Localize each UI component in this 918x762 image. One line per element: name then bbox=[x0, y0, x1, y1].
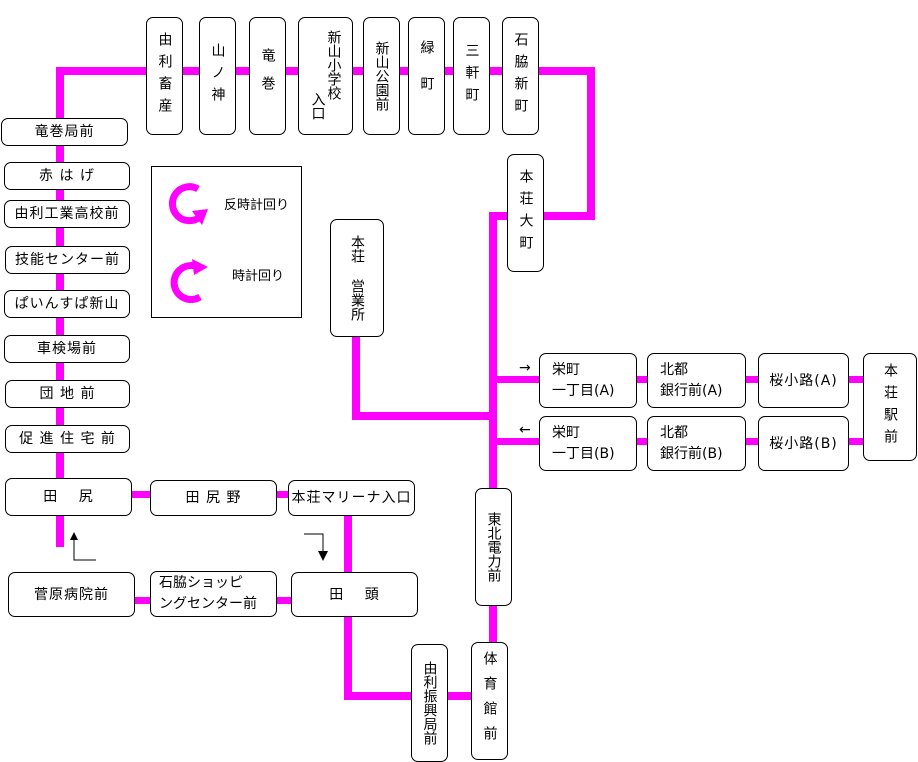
stop-label: 新山公園前 bbox=[373, 41, 390, 111]
route-line bbox=[630, 438, 870, 445]
stop-label: 由利畜産 bbox=[156, 32, 173, 120]
stop-label: 銀行前(A) bbox=[660, 382, 723, 399]
route-line bbox=[489, 212, 497, 662]
stop-label: 体育館前 bbox=[481, 651, 498, 751]
stop-label: 由利振興局前 bbox=[421, 661, 438, 745]
stop-label: 銀行前(B) bbox=[660, 445, 723, 462]
stop-ishiwaki-shopping[interactable]: 石脇ショッピ ングセンター前 bbox=[150, 571, 277, 617]
stop-gino-center[interactable]: 技能センター前 bbox=[5, 246, 130, 274]
stop-label: 本荘駅前 bbox=[882, 363, 898, 451]
stop-label: 竜巻 bbox=[259, 48, 276, 104]
stop-label: 石脇ショッピ bbox=[159, 575, 243, 591]
stop-label: 緑町 bbox=[418, 40, 435, 112]
stop-honjo-eigyosho[interactable]: 本荘 営業所 bbox=[330, 219, 384, 337]
stop-tohoku-denryoku[interactable]: 東北電力前 bbox=[475, 488, 512, 606]
stop-label: ぱいんすぱ新山 bbox=[14, 296, 120, 312]
stop-hokuto-b[interactable]: 北都 銀行前(B) bbox=[647, 416, 746, 471]
stop-label: 田 尻 野 bbox=[185, 490, 242, 506]
route-line bbox=[352, 412, 497, 420]
stop-tagashira[interactable]: 田 頭 bbox=[291, 572, 418, 617]
legend: 反時計回り 時計回り bbox=[151, 166, 302, 318]
stop-yuri-kogyo[interactable]: 由利工業高校前 bbox=[4, 200, 130, 228]
stop-danchi[interactable]: 団 地 前 bbox=[5, 380, 130, 408]
stop-label: 入口 bbox=[309, 92, 326, 120]
stop-label: 促 進 住 宅 前 bbox=[19, 431, 116, 447]
counterclockwise-arrow-icon bbox=[168, 183, 208, 225]
inbound-arrow: ← bbox=[519, 422, 531, 438]
stop-label: 石脇新町 bbox=[512, 32, 529, 120]
stop-label: 菅原病院前 bbox=[34, 586, 109, 603]
clockwise-arrow-icon bbox=[170, 259, 208, 304]
stop-label: 三軒町 bbox=[463, 43, 480, 109]
stop-sanken[interactable]: 三軒町 bbox=[453, 17, 490, 135]
stop-ishiwaki-shin[interactable]: 石脇新町 bbox=[502, 17, 539, 135]
stop-label: 本荘マリーナ入口 bbox=[291, 490, 412, 506]
stop-label: 車検場前 bbox=[37, 341, 97, 357]
stop-label: 北都 bbox=[660, 361, 688, 378]
stop-label: 桜小路(B) bbox=[769, 435, 838, 452]
stop-sakae-a[interactable]: 栄町 一丁目(A) bbox=[539, 353, 637, 408]
stop-akahage[interactable]: 赤 は げ bbox=[4, 162, 130, 190]
stop-tajirino[interactable]: 田 尻 野 bbox=[150, 480, 277, 516]
stop-hokuto-a[interactable]: 北都 銀行前(A) bbox=[647, 353, 746, 408]
stop-shinyama-koen[interactable]: 新山公園前 bbox=[363, 17, 400, 135]
stop-label: 栄町 bbox=[552, 361, 580, 378]
stop-marina[interactable]: 本荘マリーナ入口 bbox=[288, 480, 415, 516]
legend-counterclockwise-label: 反時計回り bbox=[224, 198, 290, 213]
stop-label: 桜小路(A) bbox=[769, 372, 838, 389]
route-line bbox=[352, 335, 360, 419]
up-turn-arrow-icon bbox=[70, 532, 96, 561]
stop-honjo-eki[interactable]: 本荘駅前 bbox=[863, 353, 917, 461]
stop-yuri-chikusan[interactable]: 由利畜産 bbox=[146, 17, 183, 135]
stop-label: 東北電力前 bbox=[485, 512, 502, 582]
stop-shinyama-shogakko[interactable]: 新山小学校 入口 bbox=[298, 17, 353, 135]
outbound-arrow: → bbox=[519, 360, 531, 376]
legend-clockwise-label: 時計回り bbox=[232, 269, 285, 284]
stop-label: 一丁目(A) bbox=[552, 382, 615, 399]
stop-label: 技能センター前 bbox=[15, 252, 120, 268]
stop-sakura-a[interactable]: 桜小路(A) bbox=[758, 353, 849, 408]
stop-label: 由利工業高校前 bbox=[14, 206, 120, 222]
stop-midori[interactable]: 緑町 bbox=[408, 17, 445, 135]
stop-label: 田 尻 bbox=[43, 489, 94, 505]
stop-label: 本荘 営業所 bbox=[349, 235, 365, 321]
stop-label: 団 地 前 bbox=[39, 386, 96, 402]
stop-sokushin[interactable]: 促 進 住 宅 前 bbox=[5, 425, 130, 453]
stop-sakura-b[interactable]: 桜小路(B) bbox=[758, 416, 849, 471]
stop-painsupa[interactable]: ぱいんすぱ新山 bbox=[4, 290, 130, 318]
stop-sugawara[interactable]: 菅原病院前 bbox=[8, 572, 135, 617]
stop-honjo-omachi[interactable]: 本荘大町 bbox=[507, 154, 544, 272]
stop-label: 栄町 bbox=[552, 424, 580, 441]
stop-label: 赤 は げ bbox=[39, 168, 95, 184]
stop-label: 北都 bbox=[660, 424, 688, 441]
down-turn-arrow-icon bbox=[304, 533, 328, 561]
stop-label: 田 頭 bbox=[329, 586, 380, 603]
stop-label: 一丁目(B) bbox=[552, 445, 615, 462]
stop-tatsumaki[interactable]: 竜巻 bbox=[249, 17, 286, 135]
stop-taiikukan[interactable]: 体育館前 bbox=[471, 642, 508, 760]
route-line bbox=[587, 67, 595, 219]
route-line bbox=[630, 376, 870, 383]
stop-label: 本荘大町 bbox=[517, 169, 534, 257]
stop-tatsumaki-kyoku[interactable]: 竜巻局前 bbox=[1, 118, 128, 146]
route-line bbox=[489, 376, 549, 383]
stop-tajiri[interactable]: 田 尻 bbox=[5, 478, 132, 516]
route-line bbox=[489, 438, 549, 445]
stop-label: ングセンター前 bbox=[159, 596, 257, 612]
stop-label: 山ノ神 bbox=[209, 43, 226, 109]
stop-yamanokami[interactable]: 山ノ神 bbox=[199, 17, 236, 135]
stop-label: 新山小学校 bbox=[325, 30, 342, 100]
stop-label: 竜巻局前 bbox=[34, 124, 95, 140]
stop-yuri-shinko[interactable]: 由利振興局前 bbox=[411, 644, 448, 762]
stop-shakenjo[interactable]: 車検場前 bbox=[4, 335, 130, 363]
stop-sakae-b[interactable]: 栄町 一丁目(B) bbox=[539, 416, 637, 471]
